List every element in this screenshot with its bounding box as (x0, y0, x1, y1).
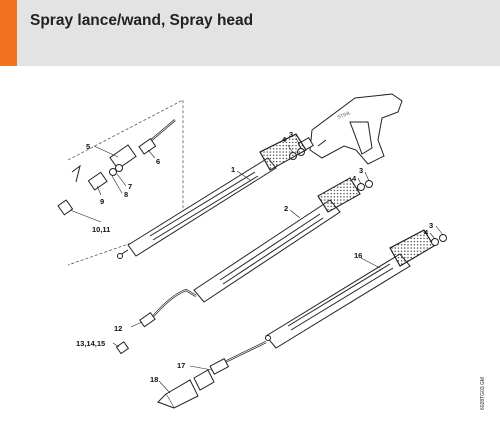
drawing-code: 6028TG03 GM (480, 377, 486, 410)
seal-rings-lance2 (357, 180, 373, 191)
label-13-14-15: 13,14,15 (76, 339, 105, 348)
nozzle-parts-upper (57, 119, 176, 216)
label-8: 8 (124, 190, 128, 199)
assembly-bracket (67, 99, 184, 266)
label-4a: 4 (282, 135, 287, 144)
lance-16 (224, 229, 435, 363)
seal-rings-lance16 (431, 234, 447, 246)
label-17: 17 (177, 361, 185, 370)
lance-2 (149, 177, 361, 321)
label-5: 5 (86, 142, 90, 151)
label-3c: 3 (429, 221, 433, 230)
header-band: Spray lance/wand, Spray head (0, 0, 500, 66)
label-3a: 3 (289, 130, 293, 139)
label-4b: 4 (352, 174, 357, 183)
label-4c: 4 (424, 228, 429, 237)
label-2: 2 (284, 204, 288, 213)
lance-1 (117, 133, 307, 259)
label-6: 6 (156, 157, 160, 166)
accent-bar (0, 0, 17, 66)
label-9: 9 (100, 197, 104, 206)
leader-lines (69, 137, 444, 394)
label-10-11: 10,11 (92, 225, 110, 234)
page-title: Spray lance/wand, Spray head (30, 12, 254, 29)
label-1: 1 (231, 165, 235, 174)
label-18: 18 (150, 375, 158, 384)
label-12: 12 (114, 324, 122, 333)
label-3b: 3 (359, 166, 363, 175)
parts-diagram: STIHL (57, 93, 486, 410)
nozzle-parts-mid (115, 312, 156, 355)
label-16: 16 (354, 251, 362, 260)
spray-gun-handle: STIHL (297, 93, 403, 165)
part-labels: 1 2 4 3 4 3 4 3 16 5 6 7 8 9 10,11 12 13… (76, 130, 433, 384)
label-7: 7 (128, 182, 132, 191)
svg-text:STIHL: STIHL (337, 110, 353, 121)
spray-head-parts (157, 358, 230, 409)
